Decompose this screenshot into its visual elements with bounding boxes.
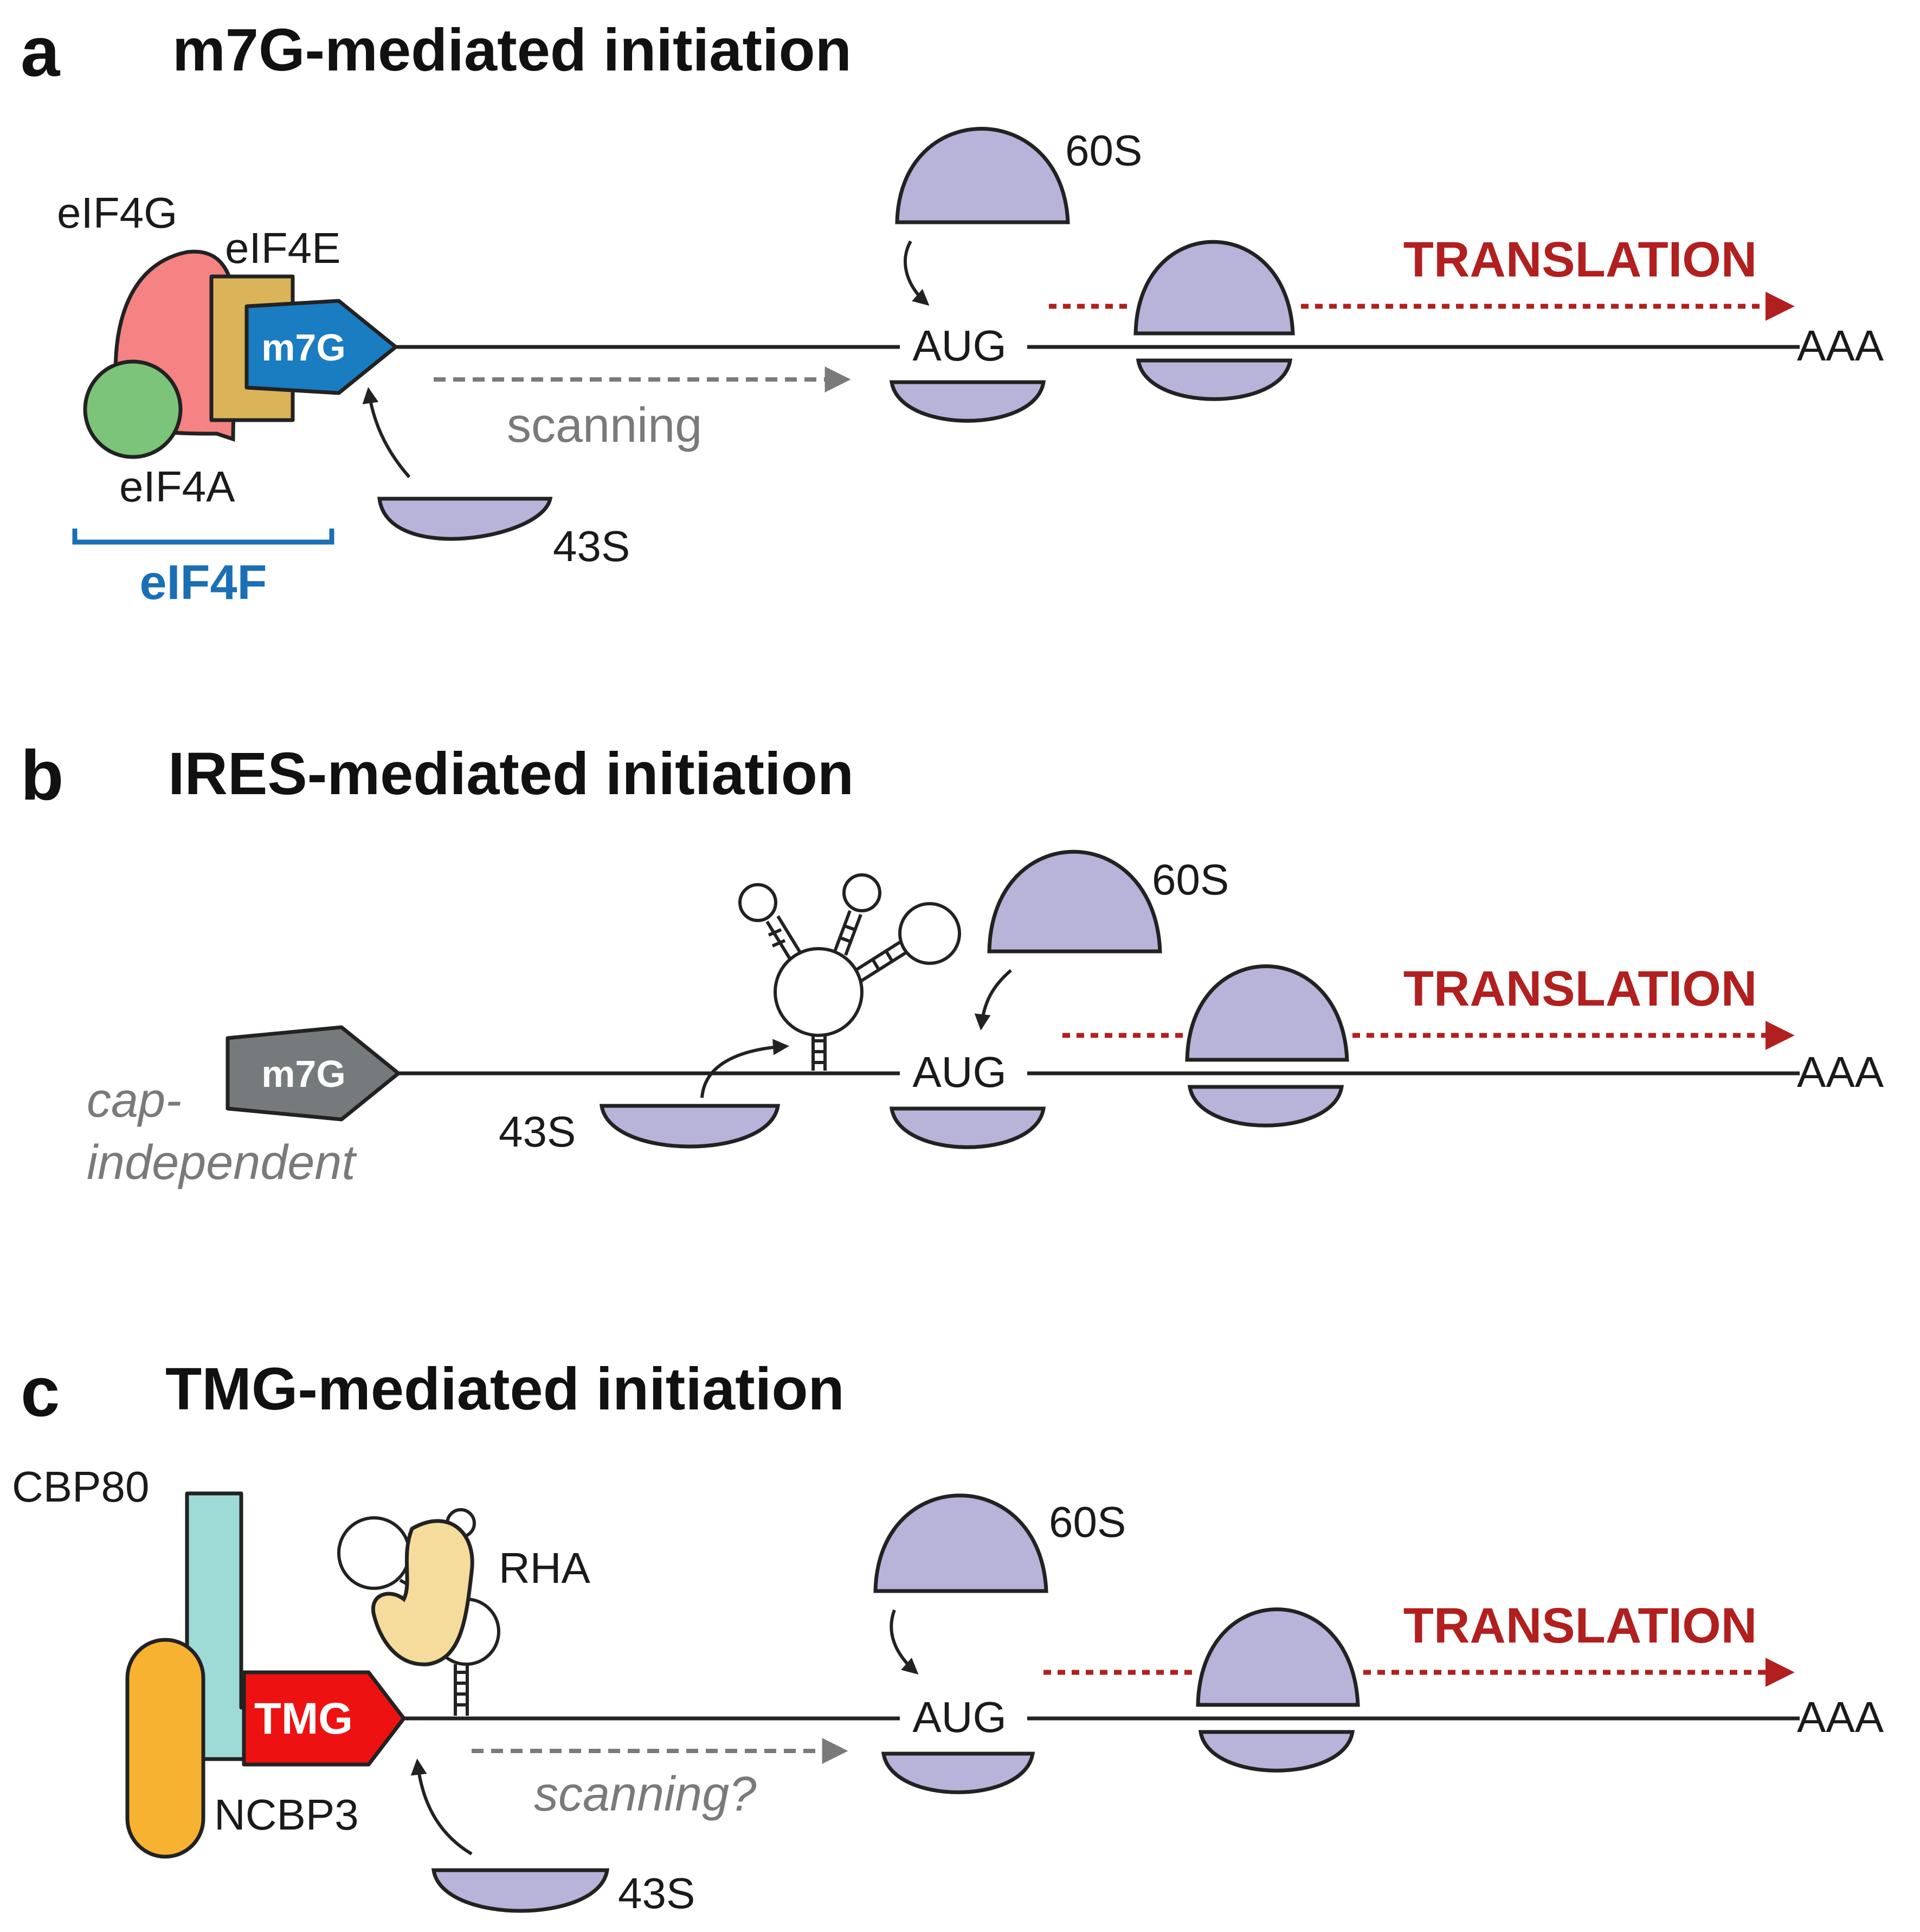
80s-large-b (1185, 964, 1349, 1062)
tmg-cap-label: TMG (254, 1694, 353, 1743)
panel-b-letter: b (21, 736, 63, 815)
eif4e-label: eIF4E (225, 224, 340, 272)
43s-label-b: 43S (499, 1107, 576, 1156)
60s-subunit-c (873, 1493, 1048, 1593)
aug-label-b: AUG (912, 1048, 1006, 1096)
40s-at-aug-c (881, 1751, 1035, 1794)
panel-a-letter: a (21, 12, 61, 91)
43s-subunit-b (599, 1104, 781, 1149)
panel-c: c TMG-mediated initiation TMG CBP80 NCBP… (12, 1352, 1884, 1917)
eif4a-label: eIF4A (119, 462, 235, 511)
60s-subunit-a (895, 127, 1070, 224)
60s-subunit-b (987, 849, 1162, 954)
40s-at-aug-a (889, 380, 1046, 423)
60s-join-arrow-b (974, 969, 1012, 1031)
aug-label-c: AUG (912, 1693, 1006, 1741)
43s-subunit-c (431, 1868, 610, 1913)
43s-recruit-arrow-a (362, 387, 411, 478)
eif4a-shape (83, 359, 183, 459)
80s-small-b (1187, 1085, 1344, 1128)
panel-b-title: IRES-mediated initiation (168, 740, 854, 807)
cbp80-shape (125, 1638, 205, 1859)
m7g-cap-b (225, 1025, 401, 1122)
40s-at-aug-b (889, 1106, 1046, 1149)
translation-label-a: TRANSLATION (1403, 232, 1757, 287)
60s-label-a: 60S (1065, 126, 1142, 175)
m7g-cap-b-label: m7G (261, 1053, 346, 1095)
rna-hairpin-c (337, 1508, 500, 1716)
43s-recruit-arrow-c (410, 1759, 473, 1856)
60s-label-c: 60S (1049, 1498, 1126, 1546)
polya-label-a: AAA (1797, 321, 1884, 370)
cap-independent-label-1: cap- (87, 1073, 182, 1128)
rha-label: RHA (499, 1544, 591, 1592)
tmg-cap (242, 1670, 406, 1767)
panel-c-letter: c (21, 1352, 60, 1431)
eif4f-label: eIF4F (139, 556, 267, 610)
60s-join-arrow-c (890, 1609, 919, 1675)
43s-ires-arrow (700, 1039, 789, 1098)
scanning-label-c: scanning? (534, 1767, 756, 1821)
polya-label-b: AAA (1797, 1048, 1884, 1096)
80s-small-a (1136, 358, 1293, 401)
panel-a: a m7G-mediated initiation m7G eIF4G eIF4… (21, 12, 1884, 610)
m7g-cap-a-label: m7G (261, 326, 346, 369)
60s-join-arrow-a (904, 240, 930, 306)
m7g-cap-a (244, 299, 398, 395)
eif4f-bracket (72, 529, 334, 545)
80s-large-a (1133, 240, 1295, 336)
polya-label-c: AAA (1797, 1693, 1884, 1741)
translation-label-b: TRANSLATION (1403, 961, 1757, 1016)
cap-independent-label-2: independent (87, 1136, 357, 1190)
cbp80-label: CBP80 (12, 1463, 149, 1511)
60s-label-b: 60S (1152, 855, 1229, 904)
panel-a-title: m7G-mediated initiation (172, 17, 852, 83)
rha-shape (371, 1519, 474, 1666)
translation-label-c: TRANSLATION (1403, 1598, 1757, 1653)
43s-label-c: 43S (618, 1869, 695, 1917)
80s-small-c (1198, 1730, 1355, 1773)
panel-c-title: TMG-mediated initiation (165, 1356, 845, 1422)
scanning-label-a: scanning (507, 398, 702, 453)
panel-b: b IRES-mediated initiation m7G cap- inde… (21, 736, 1884, 1190)
ires-structure (738, 873, 961, 1071)
43s-subunit-a (377, 497, 553, 541)
aug-label-a: AUG (912, 321, 1006, 370)
43s-label-a: 43S (553, 522, 630, 570)
ncbp3-label: NCBP3 (214, 1791, 359, 1839)
80s-large-c (1196, 1607, 1360, 1707)
eif4g-label: eIF4G (57, 189, 177, 237)
